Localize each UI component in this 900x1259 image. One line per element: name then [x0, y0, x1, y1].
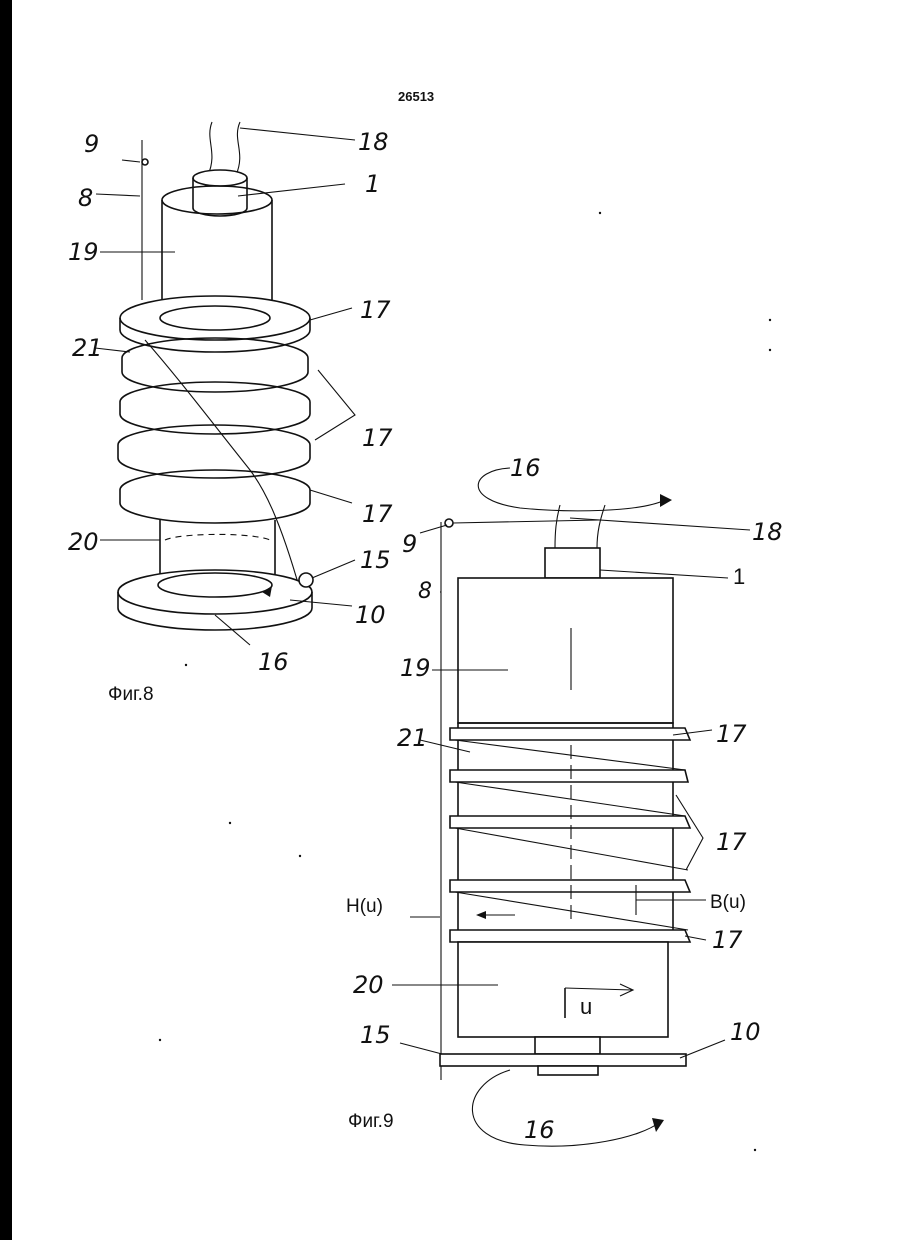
fig9-label-8: 8	[418, 579, 432, 604]
fig8-label-15: 15	[360, 546, 391, 574]
fig9-label-u: u	[580, 994, 592, 1019]
fig8-label-9: 9	[84, 130, 99, 158]
fig9-label-17-low: 17	[712, 926, 743, 954]
fig9-label-17-mid: 17	[716, 828, 747, 856]
left-border-bar	[0, 0, 12, 1240]
fig9-label-19: 19	[400, 654, 431, 682]
fig8-label-1: 1	[365, 170, 380, 198]
fig8-label-17-top: 17	[360, 296, 391, 324]
fig9-label-Bu: B(u)	[710, 892, 746, 913]
fig8-label-19: 19	[68, 238, 99, 266]
fig9-label-10: 10	[730, 1018, 761, 1046]
fig9-label-17-top: 17	[716, 720, 747, 748]
fig9-label-16-bottom: 16	[524, 1116, 555, 1144]
fig8-caption: Фиг.8	[108, 684, 154, 705]
page-number: 26513	[398, 89, 434, 104]
fig9-label-1: 1	[733, 564, 745, 589]
fig9-label-21: 21	[397, 724, 428, 752]
fig9-caption: Фиг.9	[348, 1111, 394, 1132]
fig9-label-Hu: H(u)	[346, 896, 383, 917]
fig9-label-9: 9	[402, 530, 417, 558]
fig9-label-20: 20	[353, 971, 384, 999]
fig9-label-18: 18	[752, 518, 783, 546]
fig8-label-17-low: 17	[362, 500, 393, 528]
fig9-label-15: 15	[360, 1021, 391, 1049]
fig8-label-16: 16	[258, 648, 289, 676]
fig8-label-21: 21	[72, 334, 103, 362]
fig8-label-10: 10	[355, 601, 386, 629]
figure-9: 16 18 9 1 8 19 21 17 17 H(u) B(u) 17 20 …	[346, 454, 783, 1146]
fig8-label-20: 20	[68, 528, 99, 556]
fig8-label-8: 8	[78, 184, 93, 212]
figure-8: 9 18 8 1 19 17 21 17 17 20 15 10 16 Фиг.…	[68, 122, 393, 705]
fig8-label-18: 18	[358, 128, 389, 156]
fig9-label-16-top: 16	[510, 454, 541, 482]
fig8-label-17-mid: 17	[362, 424, 393, 452]
